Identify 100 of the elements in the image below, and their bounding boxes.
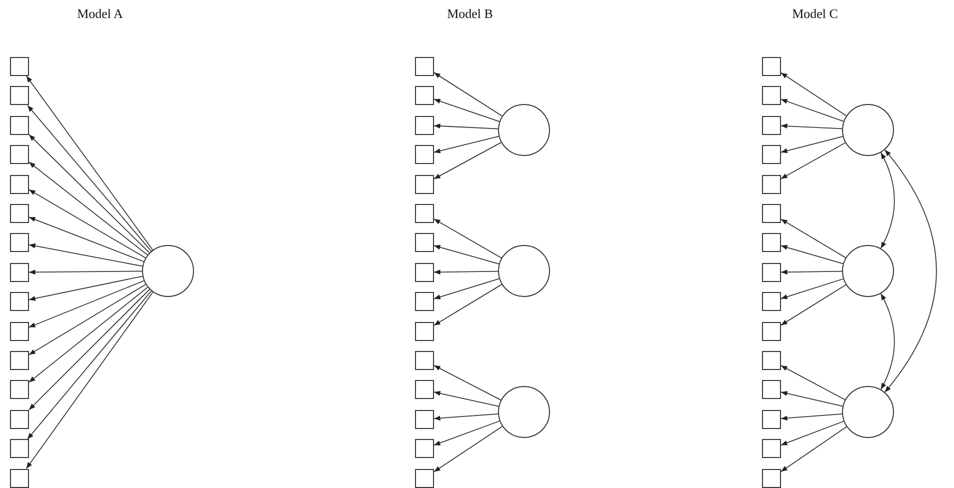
arrow <box>780 278 844 300</box>
indicator-square <box>10 233 29 252</box>
arrow <box>434 72 503 116</box>
arrow <box>434 278 500 300</box>
arrow <box>26 76 154 250</box>
arrow <box>434 420 500 446</box>
indicator-square <box>10 86 29 106</box>
indicator-square <box>10 468 29 488</box>
model-title: Model A <box>77 6 123 22</box>
indicator-square <box>10 174 29 194</box>
indicator-square <box>10 439 29 458</box>
indicator-square <box>762 145 781 164</box>
arrow <box>434 270 498 275</box>
indicator-square <box>415 439 434 458</box>
arrow <box>28 276 143 301</box>
indicator-square <box>415 57 434 76</box>
arrow <box>434 136 500 154</box>
arrow <box>434 142 502 180</box>
indicator-square <box>415 322 434 341</box>
indicator-square <box>10 380 29 400</box>
arrow <box>884 149 937 393</box>
arrow <box>434 284 502 326</box>
arrow <box>780 391 844 407</box>
arrow <box>434 124 498 130</box>
indicator-square <box>762 57 781 76</box>
arrow <box>28 286 148 383</box>
arrow <box>434 218 502 258</box>
arrow <box>434 390 500 407</box>
indicator-square <box>762 292 781 312</box>
indicator-square <box>10 116 29 135</box>
indicator-square <box>415 468 434 488</box>
indicator-square <box>10 262 29 282</box>
arrow <box>28 216 144 262</box>
indicator-square <box>762 410 781 429</box>
latent-circle <box>498 104 550 156</box>
model-title: Model C <box>792 6 838 22</box>
indicator-square <box>10 145 29 164</box>
arrow <box>780 136 844 154</box>
arrow <box>434 98 500 122</box>
indicator-square <box>762 174 781 194</box>
arrow <box>434 364 502 400</box>
arrow <box>434 244 500 264</box>
arrow <box>780 365 846 400</box>
arrow <box>880 152 895 249</box>
arrow <box>28 288 150 410</box>
indicator-square <box>415 174 434 194</box>
indicator-square <box>415 292 434 312</box>
indicator-square <box>10 292 29 312</box>
arrow <box>28 270 142 275</box>
arrow <box>27 290 152 440</box>
arrow <box>26 292 154 470</box>
indicator-square <box>10 410 29 429</box>
indicator-square <box>762 322 781 341</box>
arrow <box>780 420 844 446</box>
indicator-square <box>10 351 29 370</box>
indicator-square <box>762 116 781 135</box>
arrow <box>780 426 847 472</box>
indicator-square <box>762 380 781 400</box>
arrow <box>28 162 148 256</box>
arrow <box>780 72 847 116</box>
indicator-square <box>415 233 434 252</box>
model-title: Model B <box>447 6 493 22</box>
indicator-square <box>762 262 781 282</box>
indicator-square <box>415 410 434 429</box>
indicator-square <box>10 322 29 341</box>
arrow <box>780 284 846 326</box>
latent-circle <box>498 386 550 438</box>
latent-circle <box>842 386 894 438</box>
arrow <box>28 134 150 254</box>
indicator-square <box>762 204 781 223</box>
indicator-square <box>415 262 434 282</box>
indicator-square <box>762 468 781 488</box>
latent-circle <box>498 245 550 297</box>
arrow <box>28 280 144 328</box>
arrow <box>28 284 146 356</box>
arrow <box>780 414 843 421</box>
latent-circle <box>842 104 894 156</box>
indicator-square <box>415 351 434 370</box>
arrow <box>434 413 499 421</box>
arrow <box>780 218 846 258</box>
arrow <box>880 293 895 390</box>
indicator-square <box>762 233 781 252</box>
arrow <box>780 124 842 130</box>
indicator-square <box>762 439 781 458</box>
indicator-square <box>415 204 434 223</box>
indicator-square <box>762 86 781 106</box>
arrow <box>780 270 842 275</box>
arrow <box>434 426 503 472</box>
arrow <box>28 189 146 258</box>
indicator-square <box>415 86 434 106</box>
arrow <box>780 142 846 180</box>
arrow <box>28 243 143 267</box>
latent-circle <box>142 245 194 297</box>
arrow <box>780 98 844 122</box>
arrow <box>27 104 152 252</box>
arrow <box>780 245 844 264</box>
indicator-square <box>415 145 434 164</box>
indicator-square <box>10 204 29 223</box>
indicator-square <box>415 380 434 400</box>
latent-circle <box>842 245 894 297</box>
